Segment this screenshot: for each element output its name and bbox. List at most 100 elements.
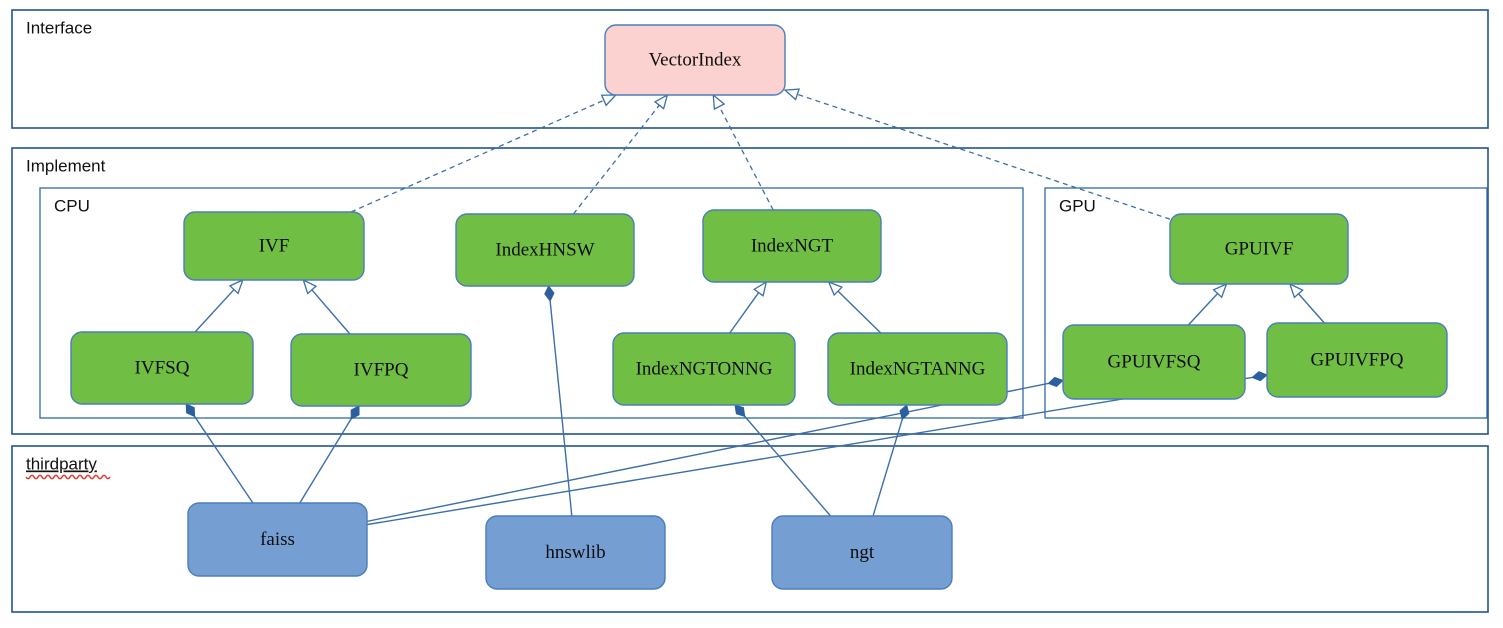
node-label-hnswlib: hnswlib bbox=[545, 542, 605, 563]
node-shape-faiss[interactable] bbox=[187, 502, 368, 577]
arrowhead-hollow-triangle-icon bbox=[653, 93, 669, 110]
edge-line bbox=[744, 415, 832, 517]
arrowhead-filled-diamond-icon bbox=[734, 404, 746, 418]
node-indexngt[interactable]: IndexNGT bbox=[702, 209, 882, 283]
container-label-interface: Interface bbox=[26, 18, 92, 37]
edge-line bbox=[1187, 293, 1219, 326]
node-shape-hnswlib[interactable] bbox=[485, 515, 666, 590]
node-label-vectorindex: VectorIndex bbox=[649, 49, 742, 70]
edge-line bbox=[1297, 293, 1325, 324]
node-hnswlib[interactable]: hnswlib bbox=[485, 515, 666, 590]
container-label-thirdparty: thirdparty bbox=[26, 454, 97, 473]
node-ngt[interactable]: ngt bbox=[771, 515, 953, 590]
node-shape-ivfpq[interactable] bbox=[290, 333, 472, 407]
node-shape-indexngtonng[interactable] bbox=[612, 332, 796, 406]
edge-line bbox=[194, 289, 235, 333]
edge-ngt-to-indexngtanng bbox=[872, 404, 910, 517]
node-shape-vectorindex[interactable] bbox=[604, 24, 786, 96]
node-shape-indexngtanng[interactable] bbox=[827, 332, 1008, 406]
arrowhead-hollow-triangle-icon bbox=[712, 93, 726, 111]
node-gpuivfsq[interactable]: GPUIVFSQ bbox=[1062, 324, 1246, 400]
arrowhead-filled-diamond-icon bbox=[185, 403, 196, 418]
node-label-indexngtanng: IndexNGTANNG bbox=[850, 358, 986, 379]
edges-layer bbox=[185, 88, 1325, 526]
node-ivfpq[interactable]: IVFPQ bbox=[290, 333, 472, 407]
edge-line bbox=[366, 382, 1049, 523]
node-shape-gpuivfpq[interactable] bbox=[1266, 322, 1448, 398]
edge-line bbox=[350, 99, 605, 213]
container-label-cpu: CPU bbox=[54, 196, 90, 215]
edge-ivf-to-vectorindex bbox=[350, 94, 618, 213]
edge-line bbox=[837, 290, 882, 334]
node-ivfsq[interactable]: IVFSQ bbox=[70, 331, 254, 405]
edge-ngt-to-indexngtonng bbox=[734, 404, 832, 517]
container-label-gpu: GPU bbox=[1059, 196, 1096, 215]
edge-indexngtanng-to-indexngt bbox=[827, 280, 882, 334]
node-indexhnsw[interactable]: IndexHNSW bbox=[455, 213, 635, 287]
edge-indexngtonng-to-indexngt bbox=[729, 280, 768, 334]
edge-faiss-to-ivfpq bbox=[299, 405, 360, 504]
arrowhead-filled-diamond-icon bbox=[350, 405, 360, 420]
node-label-faiss: faiss bbox=[260, 529, 295, 550]
edge-faiss-to-gpuivfpq bbox=[366, 371, 1268, 526]
node-label-indexngt: IndexNGT bbox=[751, 235, 834, 256]
node-indexngtonng[interactable]: IndexNGTONNG bbox=[612, 332, 796, 406]
node-label-ngt: ngt bbox=[850, 542, 875, 563]
arrowhead-filled-diamond-icon bbox=[1047, 376, 1064, 388]
node-label-ivfpq: IVFPQ bbox=[354, 359, 409, 380]
node-indexngtanng[interactable]: IndexNGTANNG bbox=[827, 332, 1008, 406]
edge-indexngt-to-vectorindex bbox=[712, 93, 774, 211]
edge-line bbox=[718, 106, 774, 211]
node-gpuivfpq[interactable]: GPUIVFPQ bbox=[1266, 322, 1448, 398]
node-gpuivf[interactable]: GPUIVF bbox=[1169, 213, 1349, 285]
edge-line bbox=[311, 289, 351, 335]
edge-line bbox=[797, 93, 1171, 220]
node-shape-indexhnsw[interactable] bbox=[455, 213, 635, 287]
node-vectorindex[interactable]: VectorIndex bbox=[604, 24, 786, 96]
node-shape-indexngt[interactable] bbox=[702, 209, 882, 283]
spellcheck-squiggle-thirdparty bbox=[25, 474, 111, 480]
arrowhead-hollow-triangle-icon bbox=[228, 278, 244, 295]
edge-line bbox=[299, 418, 352, 504]
edge-gpuivf-to-vectorindex bbox=[783, 88, 1171, 220]
node-faiss[interactable]: faiss bbox=[187, 502, 368, 577]
node-label-indexhnsw: IndexHNSW bbox=[495, 239, 594, 260]
node-label-indexngtonng: IndexNGTONNG bbox=[636, 358, 773, 379]
arrowhead-hollow-triangle-icon bbox=[783, 88, 801, 101]
edge-line bbox=[366, 376, 1253, 526]
arrowhead-hollow-triangle-icon bbox=[1288, 282, 1304, 299]
node-shape-ivfsq[interactable] bbox=[70, 331, 254, 405]
edge-indexhnsw-to-vectorindex bbox=[572, 93, 669, 215]
arrowhead-filled-diamond-icon bbox=[544, 285, 555, 302]
container-label-implement: Implement bbox=[26, 156, 106, 175]
node-label-ivf: IVF bbox=[259, 235, 290, 256]
edge-line bbox=[194, 416, 254, 504]
node-shape-ngt[interactable] bbox=[771, 515, 953, 590]
node-shape-gpuivf[interactable] bbox=[1169, 213, 1349, 285]
node-ivf[interactable]: IVF bbox=[183, 211, 365, 281]
edge-ivfsq-to-ivf bbox=[194, 278, 244, 333]
arrowhead-filled-diamond-icon bbox=[899, 404, 910, 421]
edge-gpuivfpq-to-gpuivf bbox=[1288, 282, 1325, 324]
node-shape-gpuivfsq[interactable] bbox=[1062, 324, 1246, 400]
arrowhead-hollow-triangle-icon bbox=[827, 280, 844, 297]
arrowhead-filled-diamond-icon bbox=[1251, 371, 1268, 382]
arrowhead-hollow-triangle-icon bbox=[1212, 282, 1228, 299]
edge-gpuivfsq-to-gpuivf bbox=[1187, 282, 1228, 326]
edge-hnswlib-to-indexhnsw bbox=[544, 285, 573, 517]
node-label-gpuivf: GPUIVF bbox=[1225, 238, 1294, 259]
edge-faiss-to-ivfsq bbox=[185, 403, 254, 504]
arrowhead-hollow-triangle-icon bbox=[753, 280, 768, 297]
node-label-ivfsq: IVFSQ bbox=[135, 357, 190, 378]
edge-line bbox=[549, 300, 573, 517]
edge-ivfpq-to-ivf bbox=[302, 278, 351, 335]
edge-line bbox=[729, 292, 760, 334]
edge-faiss-to-gpuivfsq bbox=[366, 376, 1064, 523]
arrowhead-hollow-triangle-icon bbox=[302, 278, 318, 295]
node-shape-ivf[interactable] bbox=[183, 211, 365, 281]
arrowhead-hollow-triangle-icon bbox=[600, 94, 618, 107]
node-label-gpuivfsq: GPUIVFSQ bbox=[1108, 351, 1201, 372]
